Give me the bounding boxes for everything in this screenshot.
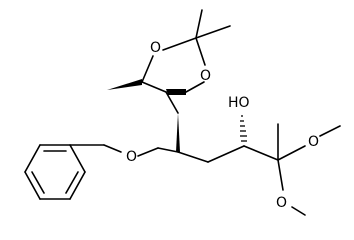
- ring-wedge-bond: [166, 89, 186, 95]
- methoxy-methyl-bond: [291, 206, 306, 216]
- ring-bond: [24, 144, 41, 173]
- ring-double-bond: [31, 171, 45, 194]
- ether-bond: [137, 147, 159, 157]
- ring-bond: [141, 81, 167, 93]
- methoxy-oxygen-label-1: O: [308, 134, 319, 150]
- ring-bond: [165, 91, 179, 114]
- c1-c2-bond: [157, 147, 179, 153]
- ring-bond: [69, 144, 86, 173]
- gem-methyl-bond: [195, 9, 203, 39]
- ring-bond: [141, 55, 154, 83]
- c2-c3-bond: [177, 151, 209, 163]
- hydroxyl-hash-bond: [240, 115, 247, 142]
- dioxolane-oxygen-label-2: O: [200, 68, 211, 84]
- c5-methoxy-bond: [277, 145, 306, 161]
- dioxolane-oxygen-label-1: O: [150, 40, 161, 56]
- benzene-ring: [24, 144, 86, 200]
- ring-bond: [69, 171, 86, 200]
- c5-methoxy-bond: [277, 159, 284, 191]
- structure-canvas: O O O HO O O: [24, 9, 341, 216]
- chemical-structure: O O O HO O O: [24, 9, 341, 216]
- c3-c4-bond: [207, 145, 245, 163]
- methoxy-oxygen-label-2: O: [276, 195, 287, 211]
- c4-c5-bond: [243, 145, 279, 161]
- ring-bond: [24, 171, 41, 200]
- ring-bond: [162, 37, 197, 51]
- ring-bond: [185, 81, 205, 93]
- ether-oxygen-label: O: [126, 149, 137, 165]
- c1-wedge-bond: [176, 113, 180, 152]
- methyl-wedge-bond: [107, 79, 142, 90]
- methoxy-methyl-bond: [319, 125, 341, 137]
- benzyl-ch2-bond: [103, 144, 122, 153]
- hydroxyl-label: HO: [228, 95, 250, 111]
- dioxolane-ring: O O: [107, 9, 231, 114]
- ring-bond: [195, 37, 206, 66]
- gem-methyl-bond: [195, 25, 231, 39]
- ring-double-bond: [65, 171, 79, 194]
